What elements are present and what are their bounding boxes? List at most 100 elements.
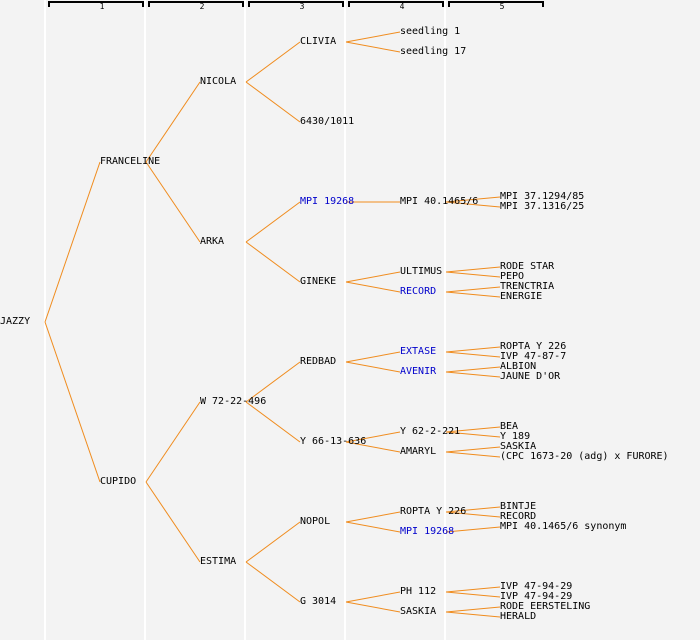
ancestor-node: MPI 40.1465/6: [400, 196, 479, 207]
connector-line: [245, 241, 301, 283]
ancestor-node: MPI 40.1465/6 synonym: [500, 521, 627, 532]
ancestor-node: ROPTA Y 226: [500, 341, 567, 352]
connector-line: [345, 441, 401, 453]
connector-line: [145, 481, 201, 563]
connector-line: [345, 41, 401, 53]
root-variety: JAZZY: [0, 316, 31, 327]
ancestor-node: BEA: [500, 421, 519, 432]
ancestor-node: RECORD: [500, 511, 537, 522]
ancestor-node: ROPTA Y 226: [400, 506, 467, 517]
ancestor-node: RODE EERSTELING: [500, 601, 591, 612]
connector-line: [245, 401, 301, 443]
connector-line: [445, 506, 501, 513]
connector-line: [245, 81, 301, 123]
connector-line: [44, 161, 101, 323]
ancestor-node: SASKIA: [500, 441, 537, 452]
ancestor-node: NICOLA: [200, 76, 237, 87]
ancestor-node: ESTIMA: [200, 556, 237, 567]
generation-label: 2: [199, 2, 205, 11]
ancestor-node: CUPIDO: [100, 476, 137, 487]
connector-line: [245, 561, 301, 603]
connector-line: [345, 521, 401, 533]
connector-line: [245, 521, 301, 563]
connector-line: [245, 41, 301, 83]
connector-line: [445, 431, 501, 438]
connector-line: [445, 196, 501, 203]
connector-line: [445, 426, 501, 433]
connector-line: [445, 586, 501, 593]
column-separator: [444, 0, 446, 640]
ancestor-node: REDBAD: [300, 356, 337, 367]
ancestor-node: IVP 47-94-29: [500, 591, 573, 602]
connector-line: [145, 161, 201, 243]
connector-line: [345, 431, 401, 443]
ancestor-node: 6430/1011: [300, 116, 355, 127]
connector-line: [345, 31, 401, 43]
connector-line: [445, 451, 501, 458]
connector-line: [145, 81, 201, 163]
connector-line: [44, 321, 101, 483]
generation-label: 4: [399, 2, 405, 11]
ancestor-node[interactable]: MPI 19268: [400, 526, 455, 537]
connector-line: [445, 611, 501, 618]
connector-line: [445, 511, 501, 518]
connector-line: [445, 591, 501, 598]
connector-line: [245, 201, 301, 243]
generation-header-bracket: [448, 1, 544, 7]
connector-line: [445, 526, 501, 533]
ancestor-node: MPI 37.1316/25: [500, 201, 585, 212]
ancestor-node[interactable]: EXTASE: [400, 346, 437, 357]
generation-header-bracket: [348, 1, 444, 7]
ancestor-node: ALBION: [500, 361, 537, 372]
connector-line: [345, 361, 401, 373]
column-separator: [44, 0, 46, 640]
connector-line: [145, 401, 201, 483]
ancestor-node: IVP 47-94-29: [500, 581, 573, 592]
ancestor-node: ENERGIE: [500, 291, 543, 302]
ancestor-node: FRANCELINE: [100, 156, 161, 167]
connector-line: [445, 286, 501, 293]
ancestor-node[interactable]: AVENIR: [400, 366, 437, 377]
column-separator: [344, 0, 346, 640]
connector-line: [345, 511, 401, 523]
ancestor-node: BINTJE: [500, 501, 537, 512]
ancestor-node: CLIVIA: [300, 36, 337, 47]
generation-label: 5: [499, 2, 505, 11]
ancestor-node: ULTIMUS: [400, 266, 443, 277]
ancestor-node: RODE STAR: [500, 261, 555, 272]
ancestor-node[interactable]: MPI 19268: [300, 196, 355, 207]
connector-line: [445, 266, 501, 273]
ancestor-node: ARKA: [200, 236, 225, 247]
connector-line: [445, 346, 501, 353]
ancestor-node: PH 112: [400, 586, 437, 597]
connector-line: [445, 371, 501, 378]
ancestor-node: G 3014: [300, 596, 337, 607]
connector-line: [345, 601, 401, 613]
ancestor-node: seedling 1: [400, 26, 461, 37]
generation-header-bracket: [248, 1, 344, 7]
ancestor-node: Y 66-13-636: [300, 436, 367, 447]
ancestor-node: MPI 37.1294/85: [500, 191, 585, 202]
ancestor-node: NOPOL: [300, 516, 331, 527]
generation-header-bracket: [48, 1, 144, 7]
column-separator: [144, 0, 146, 640]
ancestor-node: TRENCTRIA: [500, 281, 555, 292]
connector-line: [345, 351, 401, 363]
connector-line: [345, 281, 401, 293]
generation-header-bracket: [148, 1, 244, 7]
ancestor-node: Y 62-2-221: [400, 426, 461, 437]
connector-line: [445, 271, 501, 278]
ancestor-node: seedling 17: [400, 46, 467, 57]
ancestor-node: GINEKE: [300, 276, 337, 287]
connector-line: [445, 606, 501, 613]
ancestor-node: Y 189: [500, 431, 531, 442]
connector-line: [445, 201, 501, 208]
ancestor-node: W 72-22-496: [200, 396, 267, 407]
ancestor-node[interactable]: RECORD: [400, 286, 437, 297]
ancestor-node: AMARYL: [400, 446, 437, 457]
connector-line: [445, 446, 501, 453]
ancestor-node: JAUNE D'OR: [500, 371, 561, 382]
column-separator: [244, 0, 246, 640]
ancestor-node: (CPC 1673-20 (adg) x FURORE): [500, 451, 669, 462]
